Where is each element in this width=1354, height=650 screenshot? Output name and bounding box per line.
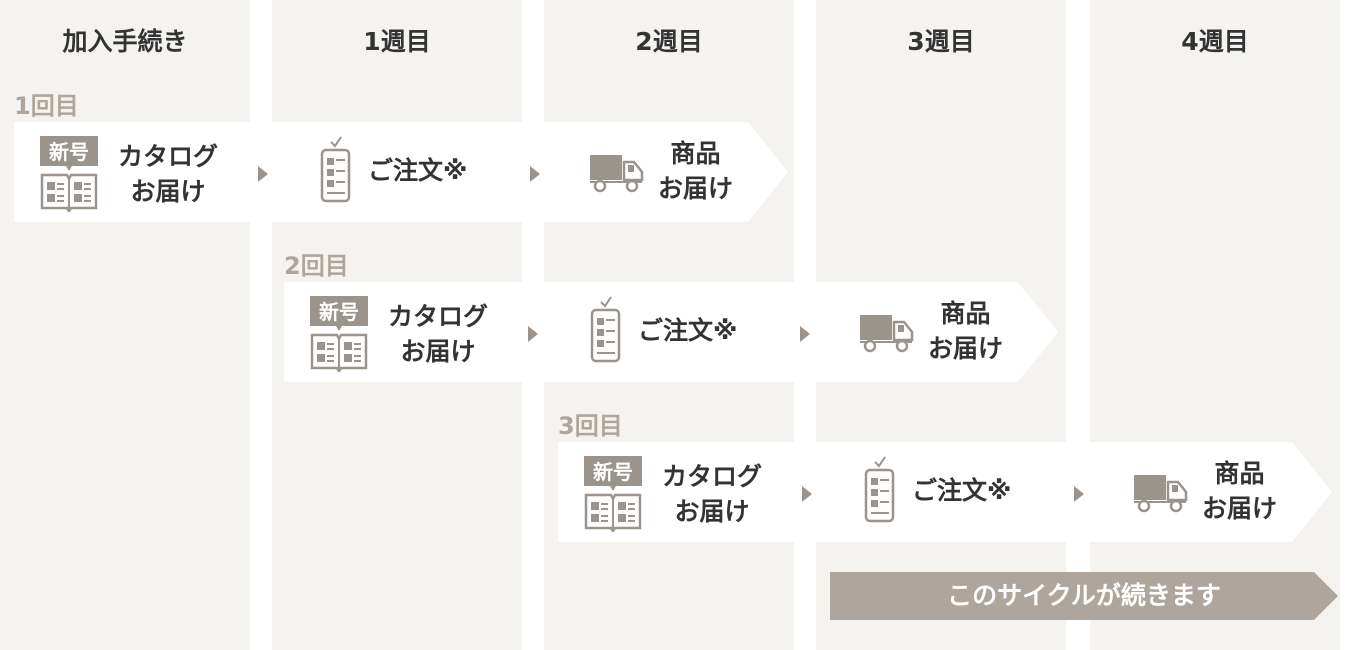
catalog-step: 新号 カタログ お届け [310,296,488,372]
triangle-right-icon [802,486,812,502]
delivery-truck-icon [590,155,644,193]
delivery-step: 商品 お届け [588,136,733,206]
delivery-truck-icon [1134,475,1188,513]
delivery-truck-icon [860,315,914,353]
column-header: 2週目 [635,27,703,56]
order-label: ご注文※ [368,155,468,185]
new-issue-badge: 新号 [319,300,359,324]
catalog-label-line1: カタログ [118,142,219,171]
column-week-4: 4週目 [1090,0,1340,650]
triangle-right-icon [530,166,540,182]
column-enrollment: 加入手続き [0,0,250,650]
smartphone-checklist-icon [320,136,351,203]
smartphone-checklist-icon [590,296,621,363]
delivery-label: 商品 お届け [658,136,733,206]
delivery-label-line1: 商品 [940,299,991,328]
order-step: ご注文※ [864,456,1011,524]
catalog-label-line2: お届け [400,337,476,366]
catalog-label-line1: カタログ [388,302,489,331]
open-book-icon: 新号 [310,296,368,372]
round-label-1: 1回目 [14,92,79,120]
new-issue-badge: 新号 [593,460,633,484]
catalog-label: カタログ お届け [118,139,218,209]
band-tip [1292,442,1332,542]
smartphone-checklist-icon [864,456,895,523]
catalog-step: 新号 カタログ お届け [40,136,218,212]
order-step: ご注文※ [590,296,737,364]
column-header: 3週目 [907,27,975,56]
column-header: 加入手続き [62,27,188,56]
catalog-label-line1: カタログ [662,462,763,491]
column-header: 1週目 [363,27,431,56]
open-book-icon: 新号 [40,136,98,212]
triangle-right-icon [258,166,268,182]
open-book-icon: 新号 [584,456,642,532]
catalog-label: カタログ お届け [662,459,762,529]
delivery-label-line1: 商品 [1214,459,1265,488]
order-step: ご注文※ [320,136,467,204]
triangle-right-icon [800,326,810,342]
catalog-label-line2: お届け [674,497,750,526]
delivery-label: 商品 お届け [1202,456,1277,526]
order-label: ご注文※ [638,315,738,345]
delivery-step: 商品 お届け [858,296,1003,366]
triangle-right-icon [528,326,538,342]
round-label-2: 2回目 [284,252,349,280]
delivery-label: 商品 お届け [928,296,1003,366]
delivery-label-line1: 商品 [670,139,721,168]
delivery-label-line2: お届け [1202,494,1278,523]
round-label-3: 3回目 [558,412,623,440]
cycle-banner-tip [1314,572,1338,620]
triangle-right-icon [1074,486,1084,502]
delivery-step: 商品 お届け [1132,456,1277,526]
order-label: ご注文※ [912,475,1012,505]
catalog-label-line2: お届け [130,177,206,206]
cycle-note: このサイクルが続きます [947,581,1221,610]
cycle-banner [830,572,1314,620]
band-tip [1018,282,1058,382]
new-issue-badge: 新号 [49,140,89,164]
catalog-label: カタログ お届け [388,299,488,369]
column-header: 4週目 [1181,27,1249,56]
delivery-label-line2: お届け [658,174,734,203]
band-tip [748,122,788,222]
delivery-label-line2: お届け [928,334,1004,363]
catalog-step: 新号 カタログ お届け [584,456,762,532]
